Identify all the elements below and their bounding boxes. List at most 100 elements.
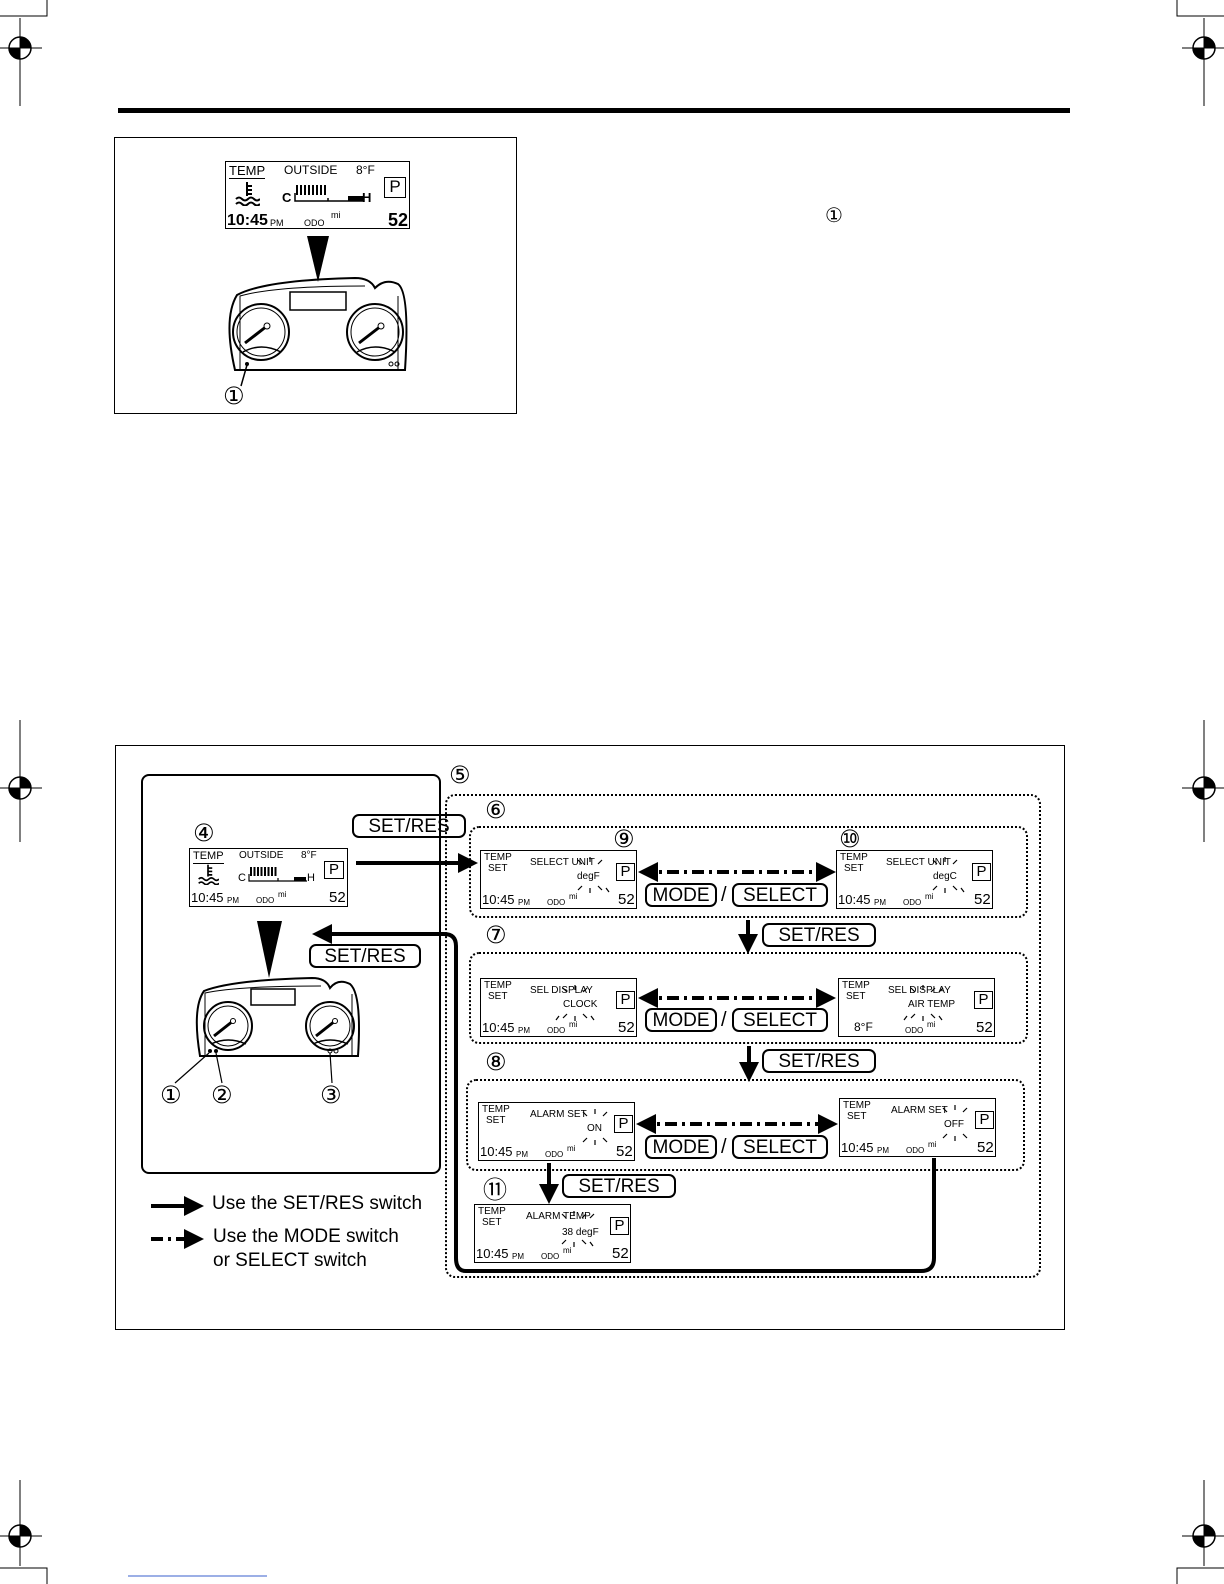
screen-odo: ODO [547,1026,566,1035]
screen-line2: SET [847,1111,867,1122]
main-lcd: TEMP OUTSIDE 8°F P C H 10:45 PM ODO mi 5… [189,848,348,907]
callout-2: ② [211,1081,233,1109]
screen-gear: P [616,863,635,881]
gauge-cold-label: C [282,190,292,205]
group-5 [445,794,1041,1278]
screen-odo: ODO [906,1146,925,1155]
select-switch-label: SELECT [732,883,828,907]
screen-line1: TEMP [484,852,512,863]
screen-unit: mi [563,1246,572,1255]
screen-line1: TEMP [484,980,512,991]
select-switch-label: SELECT [732,1135,828,1159]
instrument-cluster [174,921,360,1084]
screen-ampm: PM [512,1252,524,1261]
lcd-unit: mi [278,890,287,899]
screen-line1: TEMP [840,852,868,863]
screen-select-unit-degc: TEMP SET SELECT UNIT degC P 10:45 PM ODO… [836,850,993,909]
lcd-unit: mi [331,210,341,220]
screen-unit: mi [927,1020,936,1029]
mode-switch-label: MODE [645,883,717,907]
gauge-hot-label: H [362,190,372,205]
screen-odo-value: 52 [618,891,635,908]
lcd-gear: P [324,861,344,879]
screen-clock: 10:45 [841,1140,874,1155]
screen-gear: P [975,1111,994,1129]
lcd-odo-value: 52 [329,889,346,906]
flash-indicators [555,857,968,1247]
screen-line2: SET [488,991,508,1002]
screen-ampm: PM [518,898,530,907]
screen-unit: mi [569,892,578,901]
screen-line1: TEMP [843,1100,871,1111]
lcd-outside-label: OUTSIDE [239,850,284,861]
flow-arrows [151,853,936,1273]
left-panel [141,774,441,1174]
switch-separator: / [721,1136,727,1158]
coolant-temp-icon [235,182,260,206]
mode-switch-label: MODE [645,1008,717,1032]
screen-ampm: PM [874,898,886,907]
screen-unit: mi [925,892,934,901]
legend-solid-text: Use the SET/RES switch [212,1193,423,1214]
screen-clock: 10:45 [482,892,515,907]
screen-gear: P [974,991,993,1009]
screen-gear: P [610,1217,629,1235]
gauge-cold-label: C [238,872,246,884]
temp-bar-gauge [248,867,307,882]
screen-odo: ODO [903,898,922,907]
screen-title: SELECT UNIT [530,857,595,868]
lcd-odo: ODO [256,896,275,905]
top-lcd: TEMP OUTSIDE 8°F P C H 10:45 PM ODO mi 5… [225,161,410,229]
screen-value-flashing: degC [933,871,957,882]
screen-line2: SET [486,1115,506,1126]
callout-1: ① [223,382,245,410]
callout-8: ⑧ [485,1048,507,1076]
lcd-temp-label: TEMP [193,850,224,864]
lcd-outside-label: OUTSIDE [284,163,338,177]
callout-1: ① [160,1081,182,1109]
set-res-switch-label: SET/RES [309,944,421,968]
screen-line1: TEMP [482,1104,510,1115]
screen-value-flashing: AIR TEMP [908,999,956,1010]
callout-10: ⑩ [839,825,861,853]
screen-alarm-temp: TEMP SET ALARM TEMP 38 degF P 10:45 PM O… [474,1204,631,1263]
screen-odo-value: 52 [977,1139,994,1156]
screen-line1: TEMP [842,980,870,991]
callout-7: ⑦ [485,921,507,949]
gauge-hot-label: H [307,872,315,884]
screen-select-unit-degf: TEMP SET SELECT UNIT degF P 10:45 PM ODO… [480,850,637,909]
screen-line1: TEMP [478,1206,506,1217]
screen-ampm: PM [518,1026,530,1035]
callout-3: ③ [320,1081,342,1109]
screen-unit: mi [569,1020,578,1029]
temp-bar-gauge [294,185,363,202]
screen-title: ALARM TEMP [526,1211,591,1222]
screen-alarm-set-on: TEMP SET ALARM SET ON P 10:45 PM ODO mi … [478,1102,635,1161]
screen-odo: ODO [541,1252,560,1261]
screen-unit: mi [567,1144,576,1153]
screen-odo-value: 52 [618,1019,635,1036]
screen-clock: 10:45 [476,1246,509,1261]
screen-gear: P [614,1115,633,1133]
coolant-temp-icon [198,864,219,885]
lcd-temp-label: TEMP [229,163,266,179]
screen-clock: 10:45 [838,892,871,907]
screen-title: ALARM SET [891,1105,948,1116]
callout-4: ④ [193,819,215,847]
screen-line2: SET [488,863,508,874]
lcd-clock: 10:45 [227,212,268,229]
screen-title: SELECT UNIT [886,857,951,868]
screen-line2: SET [482,1217,502,1228]
screen-odo-value: 52 [616,1143,633,1160]
set-res-switch-label: SET/RES [762,923,876,947]
callout-5: ⑤ [449,761,471,789]
lcd-outside-temp: 8°F [356,163,375,177]
switch-separator: / [721,1009,727,1031]
screen-odo: ODO [545,1150,564,1159]
screen-odo-value: 52 [974,891,991,908]
screen-odo-value: 52 [612,1245,629,1262]
screen-sel-display-clock: TEMP SET SEL DISPLAY CLOCK P 10:45 PM OD… [480,978,637,1037]
screen-value-flashing: degF [577,871,600,882]
screen-value-flashing: ON [587,1123,602,1134]
select-switch-label: SELECT [732,1008,828,1032]
